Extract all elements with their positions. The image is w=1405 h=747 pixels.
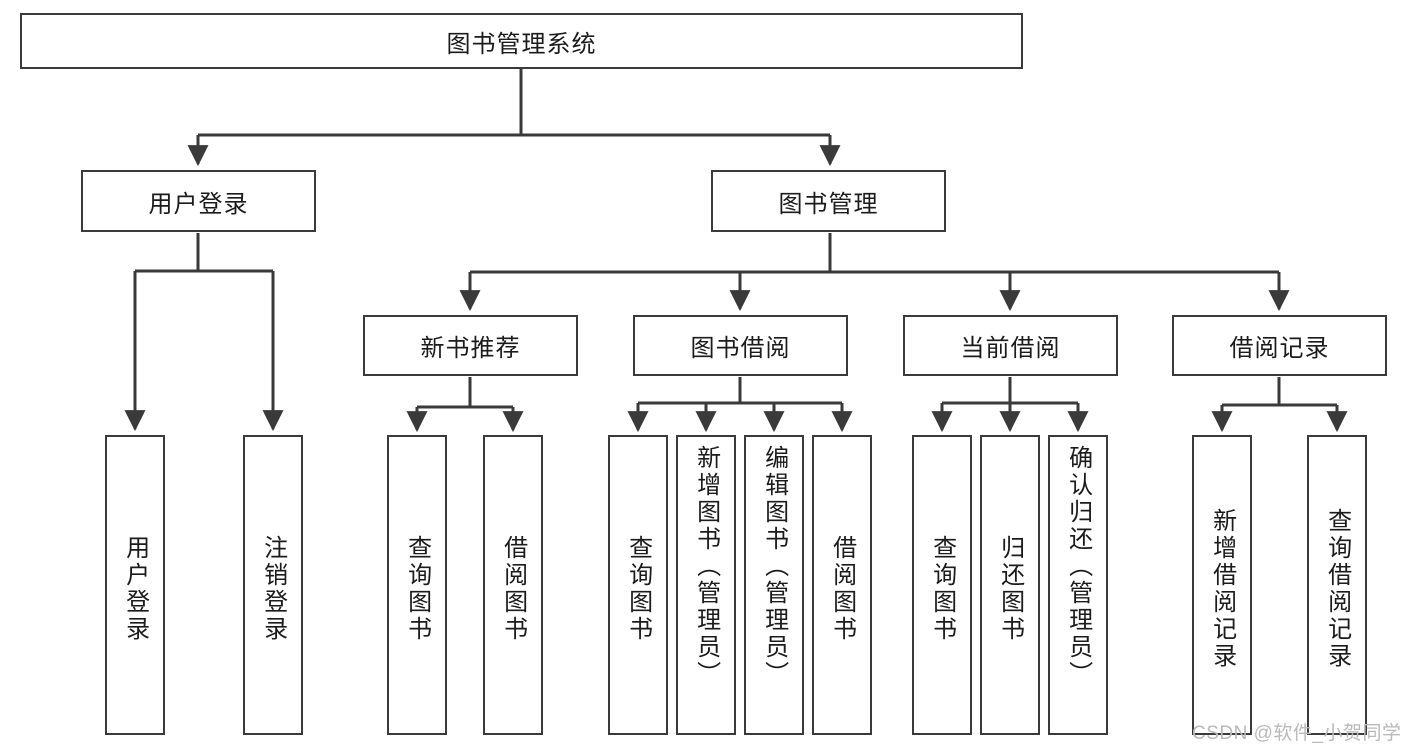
node-leaf-user-login[interactable]: 用户登录 bbox=[105, 435, 165, 735]
node-label: 查询图书 bbox=[624, 535, 652, 643]
node-label: 注销登录 bbox=[259, 535, 287, 643]
node-label: 查询图书 bbox=[928, 535, 956, 643]
node-leaf-user-logout[interactable]: 注销登录 bbox=[243, 435, 303, 735]
node-label: 新书推荐 bbox=[420, 335, 521, 362]
node-label: 借阅图书 bbox=[828, 535, 856, 643]
node-new-book-recommend[interactable]: 新书推荐 bbox=[363, 315, 578, 376]
node-label: 借阅记录 bbox=[1229, 335, 1330, 362]
node-label: 图书管理 bbox=[778, 190, 879, 218]
node-label: 图书管理系统 bbox=[446, 30, 597, 58]
watermark-text: CSDN @软件_小贺同学 bbox=[1192, 723, 1402, 744]
node-leaf-borrow-book-2[interactable]: 借阅图书 bbox=[812, 435, 872, 735]
node-leaf-add-book[interactable]: 新增图书（管理员） bbox=[676, 435, 736, 735]
node-leaf-confirm-return[interactable]: 确认归还（管理员） bbox=[1048, 435, 1108, 735]
node-book-management-system[interactable]: 图书管理系统 bbox=[20, 13, 1023, 69]
node-book-management[interactable]: 图书管理 bbox=[711, 170, 946, 232]
node-label: 借阅图书 bbox=[499, 535, 527, 643]
node-label: 确认归还（管理员） bbox=[1064, 445, 1092, 688]
node-leaf-query-book-1[interactable]: 查询图书 bbox=[387, 435, 447, 735]
node-leaf-add-record[interactable]: 新增借阅记录 bbox=[1192, 435, 1252, 735]
node-book-borrow[interactable]: 图书借阅 bbox=[633, 315, 848, 376]
node-leaf-query-book-3[interactable]: 查询图书 bbox=[912, 435, 972, 735]
node-user-login[interactable]: 用户登录 bbox=[81, 170, 316, 232]
node-current-borrow[interactable]: 当前借阅 bbox=[903, 315, 1118, 376]
node-label: 新增图书（管理员） bbox=[692, 445, 720, 688]
node-label: 新增借阅记录 bbox=[1208, 508, 1236, 670]
node-leaf-return-book[interactable]: 归还图书 bbox=[980, 435, 1040, 735]
node-label: 用户登录 bbox=[121, 535, 149, 643]
node-leaf-edit-book[interactable]: 编辑图书（管理员） bbox=[744, 435, 804, 735]
node-borrow-record[interactable]: 借阅记录 bbox=[1172, 315, 1387, 376]
node-label: 用户登录 bbox=[148, 190, 249, 218]
node-leaf-borrow-book-1[interactable]: 借阅图书 bbox=[483, 435, 543, 735]
node-label: 归还图书 bbox=[996, 535, 1024, 643]
node-label: 当前借阅 bbox=[960, 335, 1061, 362]
node-leaf-query-record[interactable]: 查询借阅记录 bbox=[1307, 435, 1367, 735]
node-leaf-query-book-2[interactable]: 查询图书 bbox=[608, 435, 668, 735]
node-label: 查询图书 bbox=[403, 535, 431, 643]
node-label: 图书借阅 bbox=[690, 335, 791, 362]
node-label: 查询借阅记录 bbox=[1323, 508, 1351, 670]
node-label: 编辑图书（管理员） bbox=[760, 445, 788, 688]
